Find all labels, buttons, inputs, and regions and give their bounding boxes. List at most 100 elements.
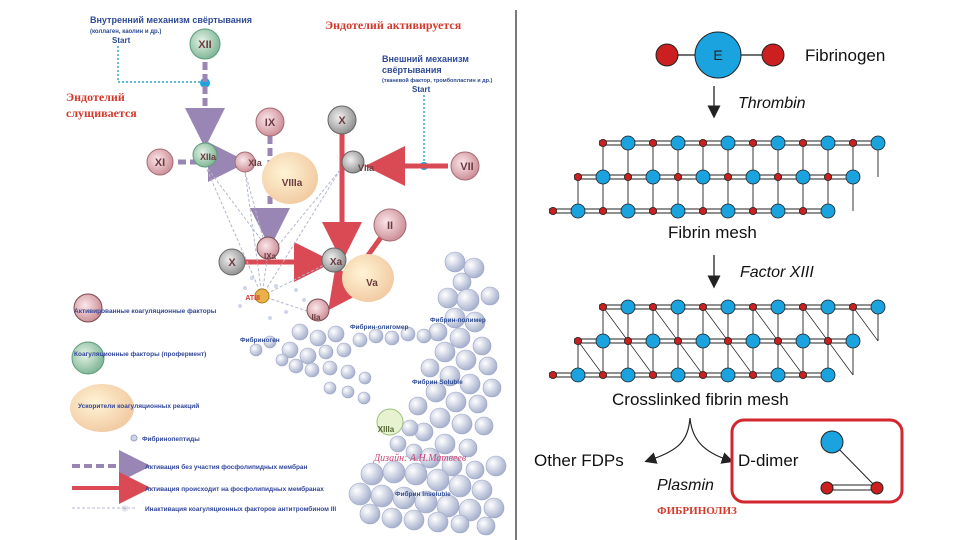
e-domain-node (770, 299, 786, 315)
legend-star-icon: ✳ (121, 504, 129, 515)
factor-vii-label: VII (460, 161, 473, 173)
d-domain-node (599, 370, 608, 379)
e-domain-node (870, 135, 886, 151)
d-domain-node (799, 138, 808, 147)
fibrinogen-d-left (655, 43, 679, 67)
d-domain-node (674, 172, 683, 181)
factor-ii-label: II (387, 220, 393, 232)
factor-xiiia-label: XIIIa (378, 425, 395, 434)
endothelium-damaged-2: слущивается (66, 106, 137, 120)
factor-iia (306, 298, 330, 322)
e-domain-node (745, 169, 761, 185)
factor-vii (450, 151, 480, 181)
d-domain-node (724, 172, 733, 181)
e-domain-node (620, 299, 636, 315)
e-domain-node (870, 299, 886, 315)
crosslink (652, 306, 679, 342)
e-domain-node (670, 135, 686, 151)
factor-ii (373, 208, 407, 242)
factor-x-top (327, 105, 357, 135)
factor-ix (255, 107, 285, 137)
endothelium-damaged-1: Эндотелий (66, 90, 125, 104)
e-domain-node (745, 333, 761, 349)
d-domain-node (624, 172, 633, 181)
arrow-d-dimer (689, 417, 734, 464)
d-dimer-e-node (820, 430, 844, 454)
legend-fibrinopeptide-swatch (130, 434, 138, 442)
d-domain-node (599, 206, 608, 215)
factor-xa (321, 247, 347, 273)
factor-x-mid-label: X (228, 257, 236, 269)
factor-viia (341, 150, 365, 174)
legend-proenzymes: Коагуляционные факторы (профермент) (74, 351, 206, 358)
factor-xi-label: XI (155, 157, 165, 169)
d-domain-node (549, 370, 558, 379)
factor-viiia-label: VIIIa (282, 178, 303, 189)
factor-xii-label: XII (198, 39, 211, 51)
crosslink (777, 340, 804, 376)
d-domain-node (824, 172, 833, 181)
e-domain-node (720, 203, 736, 219)
fibrin-mesh (549, 135, 886, 219)
link-xia-ixa (244, 171, 266, 246)
d-domain-node (724, 336, 733, 345)
legend-activated: Активированные коагуляционные факторы (74, 308, 217, 315)
d-domain-node (599, 138, 608, 147)
label-fibrin-soluble: Фибрин Soluble (412, 378, 463, 386)
va-blob (342, 254, 394, 302)
factor-iia-label: IIa (312, 313, 321, 322)
d-domain-node (799, 206, 808, 215)
d-dimer-box (730, 418, 904, 504)
legend-fibrinopeptides: Фибринопептиды (142, 435, 200, 443)
e-domain-node (770, 367, 786, 383)
factor-xiii-label: Factor XIII (740, 264, 814, 281)
e-domain-node (620, 135, 636, 151)
factor-ix-label: IX (265, 117, 276, 129)
legend-on-phospholipid: Активация происходит на фосфолипидных ме… (145, 485, 324, 493)
fibrinogen-e-node (694, 31, 742, 79)
e-domain-node (820, 299, 836, 315)
intrinsic-connector (117, 46, 205, 83)
legend-inactivation: Инактивация коагуляционных факторов анти… (145, 505, 336, 513)
e-domain-node (820, 203, 836, 219)
other-fdps-label: Other FDPs (534, 451, 624, 470)
link-xiia-ixa (204, 164, 266, 246)
e-domain-node (595, 169, 611, 185)
inact-xiia (204, 164, 263, 297)
crosslink (827, 340, 854, 376)
fibrinogen-label: Fibrinogen (805, 46, 885, 65)
extrinsic-start: Start (412, 85, 431, 94)
d-domain-node (649, 138, 658, 147)
thrombin-label: Thrombin (738, 95, 806, 112)
crosslink (627, 340, 654, 376)
extrinsic-title-1: Внешний механизм (382, 54, 469, 64)
e-domain-node (795, 333, 811, 349)
d-domain-node (799, 302, 808, 311)
author-credit: Дизайн: А.Н.Матвеев (373, 453, 467, 464)
e-domain-node (695, 169, 711, 185)
intrinsic-sub: (коллаген, каолин и др.) (90, 29, 161, 35)
d-domain-node (749, 302, 758, 311)
d-domain-node (699, 138, 708, 147)
crosslink (677, 340, 704, 376)
d-domain-node (599, 302, 608, 311)
legend-proenzyme-swatch (71, 341, 105, 375)
extrinsic-title-2: свёртывания (382, 65, 442, 75)
endothelium-activated: Эндотелий активируется (325, 18, 462, 32)
d-dimer-label: D-dimer (738, 451, 799, 470)
e-domain-node (670, 203, 686, 219)
d-domain-node (749, 138, 758, 147)
d-domain-node (649, 302, 658, 311)
d-domain-node (849, 302, 858, 311)
e-domain-node (845, 169, 861, 185)
fibrinogen-d-right (761, 43, 785, 67)
factor-xiiia (376, 408, 404, 436)
e-domain-node (670, 299, 686, 315)
e-domain-node (645, 169, 661, 185)
factor-xia (234, 151, 256, 173)
crosslink (577, 340, 604, 376)
left-panel: Внутренний механизм свёртывания (коллаге… (66, 15, 507, 536)
factor-xii (189, 28, 221, 60)
factor-x-top-label: X (338, 115, 346, 127)
